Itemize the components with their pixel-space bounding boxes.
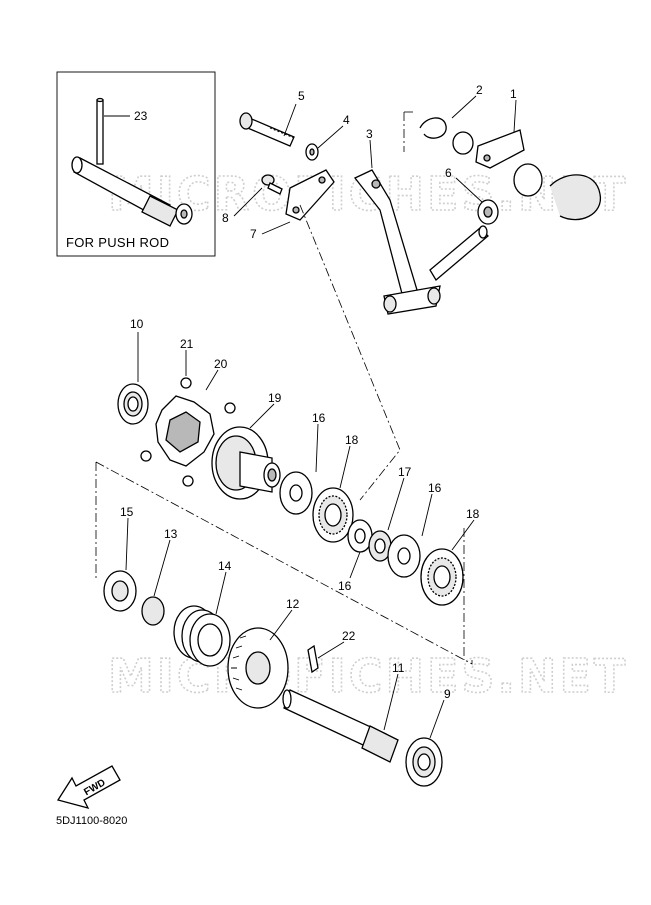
part-14-spring [173,605,231,667]
part-1-bracket [475,129,525,169]
part-19-gear [211,426,281,500]
part-16a-washer [279,471,313,515]
callout-13: 13 [164,527,178,541]
part-12-kick-gear [227,627,289,709]
part-code: 5DJ1100-8020 [56,815,128,827]
part-13-collar [141,596,165,626]
fwd-arrow-icon: FWD [56,765,121,809]
callout-15: 15 [120,505,134,519]
inset-box [56,71,216,257]
callout-16c: 16 [338,579,352,593]
callout-12: 12 [286,597,300,611]
part-push-rod [71,156,193,227]
callout-7: 7 [250,227,257,241]
part-2-spring [419,117,474,155]
callout-22: 22 [342,629,356,643]
callout-6: 6 [445,166,452,180]
part-21-balls [140,377,236,487]
part-11-kick-shaft [282,689,399,763]
callout-21: 21 [180,337,194,351]
part-3-lever [353,169,441,315]
part-15-seal [103,570,137,612]
callout-8: 8 [222,211,229,225]
part-17-collar [368,530,392,562]
part-18a-needle-bearing [312,487,354,543]
part-18b-needle-bearing [420,548,464,606]
part-shaft-upper [429,225,489,281]
part-7-plate [285,169,335,221]
part-23-pin [96,97,104,165]
part-16c-washer [387,534,421,578]
callout-20: 20 [214,357,228,371]
callout-4: 4 [343,113,350,127]
part-20-ratchet [155,395,215,467]
callout-18b: 18 [466,507,480,521]
callout-14: 14 [218,559,232,573]
part-22-pin [307,644,319,674]
part-seal-cover [513,163,601,221]
watermark-bottom: MICROFICHES.NET [108,649,628,703]
part-4-washer [305,143,319,161]
callout-11: 11 [392,661,405,675]
callout-19: 19 [268,391,282,405]
assembly-lines [95,111,473,665]
callout-2: 2 [476,83,483,97]
part-9-bearing [405,737,443,787]
callout-17: 17 [398,465,412,479]
callout-18a: 18 [345,433,359,447]
inset-label: FOR PUSH ROD [66,235,170,250]
leader-lines [104,95,517,739]
part-6-bushing [477,199,499,225]
callout-5: 5 [298,89,305,103]
callout-16a: 16 [312,411,326,425]
part-5-bolt [239,112,295,147]
part-10-bearing [117,383,149,425]
callout-9: 9 [444,687,451,701]
callout-1: 1 [510,87,517,101]
callout-16b: 16 [428,481,442,495]
callout-10: 10 [130,317,144,331]
callout-23: 23 [134,109,148,123]
part-8-bolt [261,174,283,195]
callout-3: 3 [366,127,373,141]
